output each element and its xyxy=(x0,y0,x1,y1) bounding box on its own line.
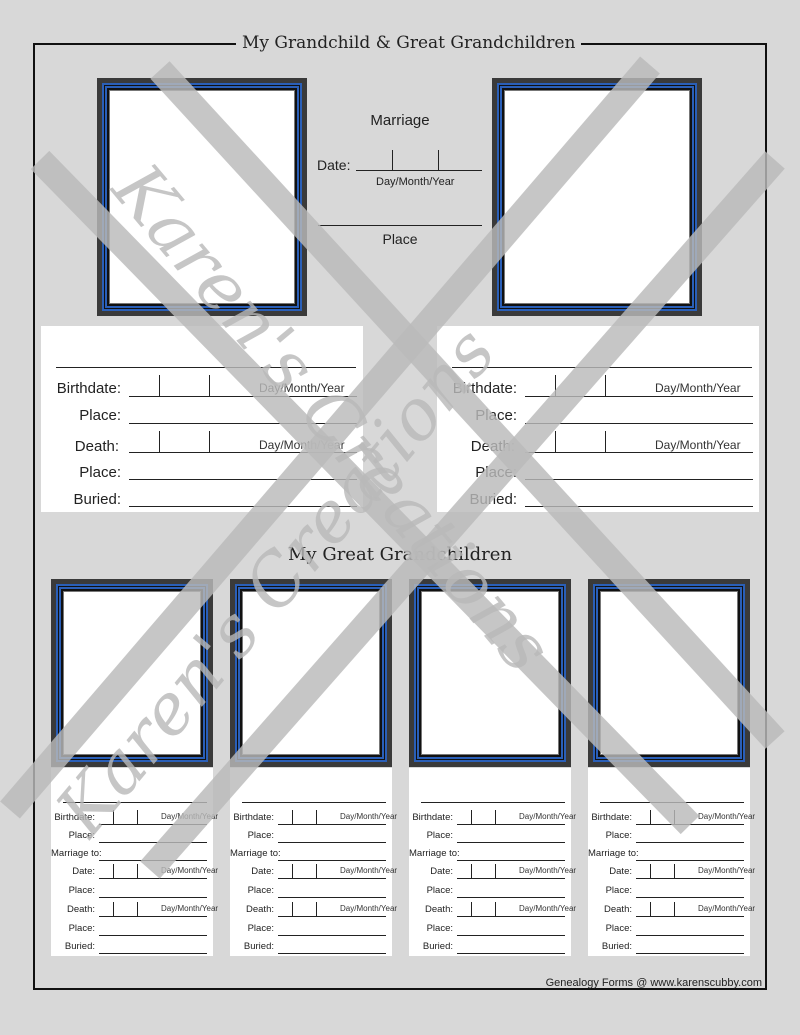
marriage-place-label: Place xyxy=(382,231,418,247)
marriage-to-line[interactable] xyxy=(278,860,386,861)
marriage-to-line[interactable] xyxy=(636,860,744,861)
photo-frame-spouse xyxy=(492,78,702,316)
name-line[interactable] xyxy=(452,367,752,368)
place-line[interactable] xyxy=(278,935,386,936)
birth-place-line[interactable] xyxy=(525,423,753,424)
death-line[interactable] xyxy=(99,916,207,917)
death-line[interactable] xyxy=(636,916,744,917)
marriage-to-line[interactable] xyxy=(457,860,565,861)
buried-line[interactable] xyxy=(457,953,565,954)
place-line[interactable] xyxy=(278,842,386,843)
buried-line[interactable] xyxy=(278,953,386,954)
date-line[interactable] xyxy=(99,878,207,879)
buried-line[interactable] xyxy=(129,506,357,507)
place-line[interactable] xyxy=(636,935,744,936)
photo-frame-grandchild xyxy=(97,78,307,316)
marriage-dmy: Day/Month/Year xyxy=(376,176,455,188)
death-line[interactable] xyxy=(525,452,753,453)
death-line[interactable] xyxy=(278,916,386,917)
info-card-spouse: Birthdate: Day/Month/Year Place: Death: … xyxy=(437,326,759,512)
section-subtitle: My Great Grandchildren xyxy=(288,544,513,565)
birthdate-line[interactable] xyxy=(129,396,357,397)
buried-line[interactable] xyxy=(636,953,744,954)
buried-line[interactable] xyxy=(525,506,753,507)
date-line[interactable] xyxy=(636,878,744,879)
marriage-heading: Marriage xyxy=(370,112,430,129)
birthdate-line[interactable] xyxy=(457,824,565,825)
photo-frame-great-grandchild-2 xyxy=(230,579,392,767)
page-title: My Grandchild & Great Grandchildren xyxy=(236,33,582,53)
marriage-date-label: Date: xyxy=(317,157,351,173)
name-line[interactable] xyxy=(63,802,207,803)
death-line[interactable] xyxy=(129,452,357,453)
birthdate-line[interactable] xyxy=(278,824,386,825)
marriage-to-line[interactable] xyxy=(99,860,207,861)
photo-frame-great-grandchild-4 xyxy=(588,579,750,767)
death-line[interactable] xyxy=(457,916,565,917)
footer-credit: Genealogy Forms @ www.karenscubby.com xyxy=(545,977,762,989)
place-line[interactable] xyxy=(99,842,207,843)
info-card-grandchild: Birthdate: Day/Month/Year Place: Death: … xyxy=(41,326,363,512)
place-line[interactable] xyxy=(99,935,207,936)
name-line[interactable] xyxy=(242,802,386,803)
place-line[interactable] xyxy=(457,842,565,843)
birthdate-line[interactable] xyxy=(99,824,207,825)
date-line[interactable] xyxy=(278,878,386,879)
place-line[interactable] xyxy=(457,897,565,898)
birthdate-line[interactable] xyxy=(525,396,753,397)
photo-frame-great-grandchild-3 xyxy=(409,579,571,767)
date-line[interactable] xyxy=(457,878,565,879)
death-place-line[interactable] xyxy=(525,479,753,480)
buried-line[interactable] xyxy=(99,953,207,954)
place-line[interactable] xyxy=(278,897,386,898)
name-line[interactable] xyxy=(421,802,565,803)
marriage-block: Marriage Date: Day/Month/Year Place xyxy=(310,100,490,260)
place-line[interactable] xyxy=(99,897,207,898)
place-line[interactable] xyxy=(636,842,744,843)
place-line[interactable] xyxy=(457,935,565,936)
marriage-place-line[interactable] xyxy=(318,225,482,226)
birth-place-line[interactable] xyxy=(129,423,357,424)
birthdate-line[interactable] xyxy=(636,824,744,825)
photo-frame-great-grandchild-1 xyxy=(51,579,213,767)
death-place-line[interactable] xyxy=(129,479,357,480)
place-line[interactable] xyxy=(636,897,744,898)
marriage-date-line[interactable] xyxy=(356,170,482,171)
name-line[interactable] xyxy=(600,802,744,803)
name-line[interactable] xyxy=(56,367,356,368)
